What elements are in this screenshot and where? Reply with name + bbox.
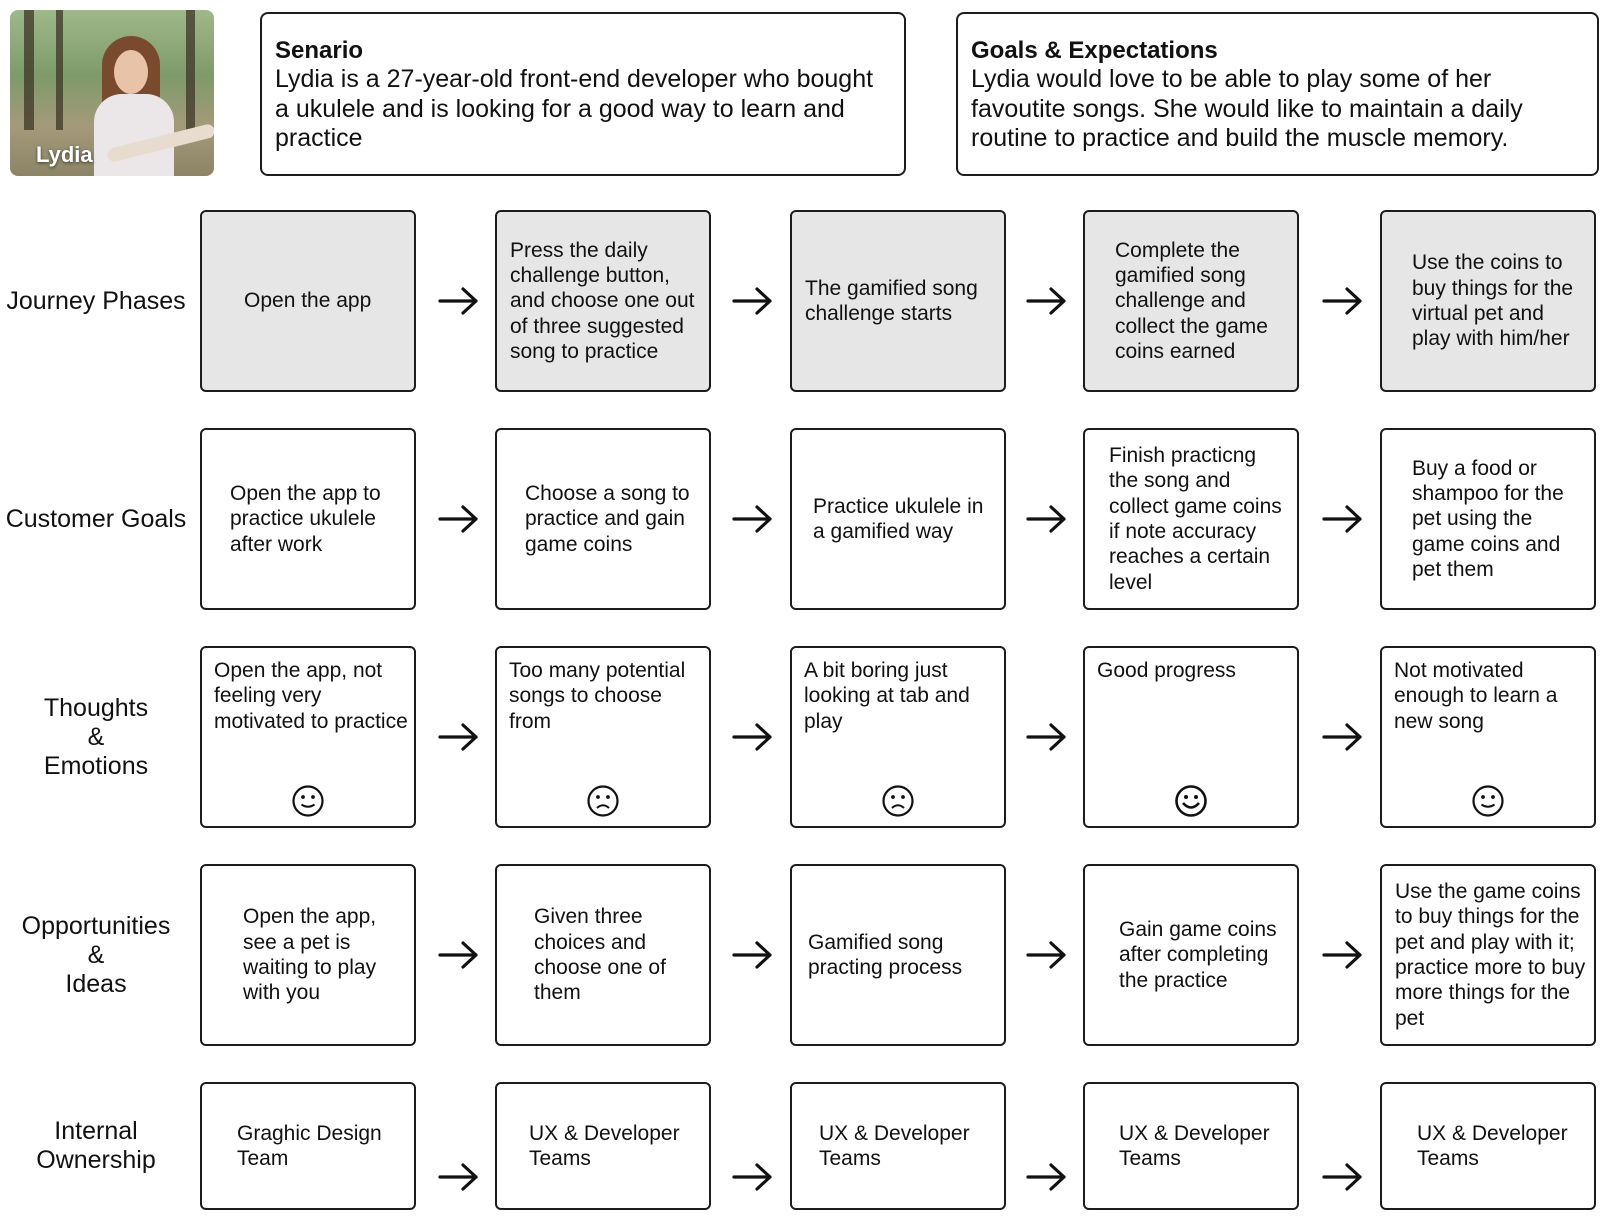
card-text: UX & Developer Teams [529, 1121, 680, 1170]
scenario-title: Senario [275, 37, 364, 64]
idea-card: Gamified song practing process [790, 864, 1006, 1046]
tree-trunk [56, 10, 63, 130]
idea-card: Given three choices and choose one of th… [495, 864, 711, 1046]
right-arrow-icon [438, 287, 478, 315]
right-arrow-icon [1322, 287, 1362, 315]
right-arrow-icon [438, 505, 478, 533]
phase-card: Open the app [200, 210, 416, 392]
card-text: Open the app [244, 289, 372, 313]
goals-box: Goals & Expectations Lydia would love to… [956, 12, 1599, 176]
right-arrow-icon [1322, 505, 1362, 533]
card-text: Open the app, see a pet is waiting to pl… [243, 905, 377, 1005]
owner-card: UX & Developer Teams [495, 1082, 711, 1210]
thought-card: Not motivated enough to learn a new song [1380, 646, 1596, 828]
card-text: Buy a food or shampoo for the pet using … [1412, 456, 1564, 581]
row-label-thoughts-emotions: Thoughts & Emotions [43, 693, 149, 780]
card-text: UX & Developer Teams [1119, 1121, 1270, 1170]
card-text: Practice ukulele in a gamified way [813, 494, 984, 543]
right-arrow-icon [438, 941, 478, 969]
card-text: UX & Developer Teams [819, 1121, 970, 1170]
tree-trunk [24, 10, 34, 130]
neutral-face-icon [292, 785, 324, 817]
row-label-opportunities-ideas: Opportunities & Ideas [21, 911, 171, 998]
right-arrow-icon [1322, 723, 1362, 751]
scenario-box: Senario Lydia is a 27-year-old front-end… [260, 12, 906, 176]
neutral-face-icon [1472, 785, 1504, 817]
card-text: Choose a song to practice and gain game … [525, 482, 690, 556]
right-arrow-icon [732, 505, 772, 533]
row-label-internal-ownership: Internal Ownership [36, 1117, 156, 1174]
owner-card: Graghic Design Team [200, 1082, 416, 1210]
idea-card: Gain game coins after completing the pra… [1083, 864, 1299, 1046]
card-text: Gamified song practing process [808, 930, 963, 979]
card-text: Given three choices and choose one of th… [534, 905, 666, 1005]
phase-card: The gamified song challenge starts [790, 210, 1006, 392]
right-arrow-icon [1322, 1163, 1362, 1191]
phase-card: Use the coins to buy things for the virt… [1380, 210, 1596, 392]
card-text: Good progress [1097, 659, 1236, 682]
goal-card: Open the app to practice ukulele after w… [200, 428, 416, 610]
phase-card: Complete the gamified song challenge and… [1083, 210, 1299, 392]
right-arrow-icon [732, 287, 772, 315]
right-arrow-icon [1026, 1163, 1066, 1191]
card-text: Complete the gamified song challenge and… [1115, 238, 1268, 363]
sad-face-icon [882, 785, 914, 817]
goals-title: Goals & Expectations [971, 37, 1218, 64]
right-arrow-icon [732, 1163, 772, 1191]
thought-card: Too many potential songs to choose from [495, 646, 711, 828]
tree-trunk [186, 10, 195, 130]
owner-card: UX & Developer Teams [1083, 1082, 1299, 1210]
right-arrow-icon [1026, 287, 1066, 315]
right-arrow-icon [438, 1163, 478, 1191]
card-text: Not motivated enough to learn a new song [1394, 659, 1558, 733]
owner-card: UX & Developer Teams [1380, 1082, 1596, 1210]
owner-card: UX & Developer Teams [790, 1082, 1006, 1210]
card-text: UX & Developer Teams [1417, 1121, 1568, 1170]
scenario-text: Lydia is a 27-year-old front-end develop… [275, 65, 874, 152]
right-arrow-icon [1026, 505, 1066, 533]
card-text: Graghic Design Team [237, 1121, 382, 1170]
idea-card: Open the app, see a pet is waiting to pl… [200, 864, 416, 1046]
right-arrow-icon [1322, 941, 1362, 969]
happy-face-icon [1175, 785, 1207, 817]
card-text: Use the coins to buy things for the virt… [1412, 251, 1574, 351]
card-text: A bit boring just looking at tab and pla… [804, 659, 970, 733]
thought-card: Good progress [1083, 646, 1299, 828]
card-text: Use the game coins to buy things for the… [1395, 880, 1586, 1030]
row-label-journey-phases: Journey Phases [6, 286, 186, 315]
thought-card: Open the app, not feeling very motivated… [200, 646, 416, 828]
thought-card: A bit boring just looking at tab and pla… [790, 646, 1006, 828]
row-label-customer-goals: Customer Goals [5, 504, 187, 533]
goal-card: Choose a song to practice and gain game … [495, 428, 711, 610]
sad-face-icon [587, 785, 619, 817]
phase-card: Press the daily challenge button, and ch… [495, 210, 711, 392]
persona-face [114, 50, 148, 94]
card-text: Open the app, not feeling very motivated… [214, 659, 408, 733]
card-text: Gain game coins after completing the pra… [1119, 918, 1277, 992]
goal-card: Buy a food or shampoo for the pet using … [1380, 428, 1596, 610]
right-arrow-icon [732, 723, 772, 751]
persona-photo: Lydia [10, 10, 214, 176]
right-arrow-icon [438, 723, 478, 751]
card-text: Finish practicng the song and collect ga… [1109, 444, 1282, 594]
goal-card: Practice ukulele in a gamified way [790, 428, 1006, 610]
card-text: Press the daily challenge button, and ch… [510, 238, 695, 363]
persona-name: Lydia [36, 142, 93, 167]
card-text: Too many potential songs to choose from [509, 659, 686, 733]
goals-text: Lydia would love to be able to play some… [971, 65, 1523, 152]
card-text: Open the app to practice ukulele after w… [230, 482, 381, 556]
idea-card: Use the game coins to buy things for the… [1380, 864, 1596, 1046]
right-arrow-icon [1026, 723, 1066, 751]
card-text: The gamified song challenge starts [805, 276, 978, 325]
right-arrow-icon [732, 941, 772, 969]
right-arrow-icon [1026, 941, 1066, 969]
goal-card: Finish practicng the song and collect ga… [1083, 428, 1299, 610]
